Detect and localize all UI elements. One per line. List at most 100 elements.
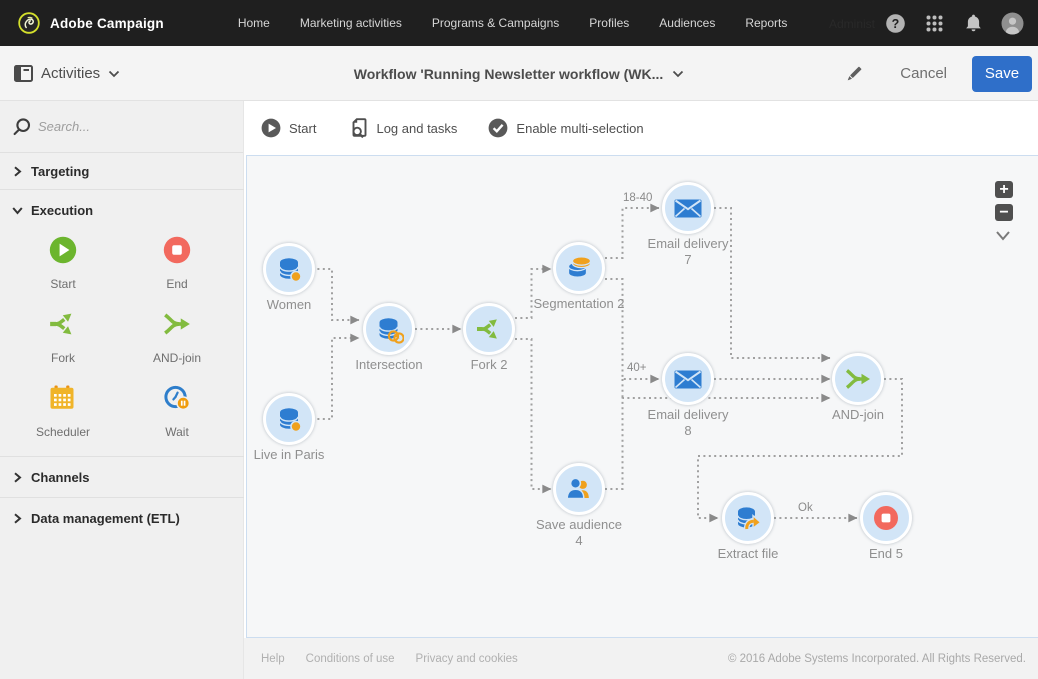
user-avatar[interactable]: [1001, 12, 1024, 35]
section-label: Data management (ETL): [31, 510, 180, 526]
nav-item-home[interactable]: Home: [237, 16, 270, 30]
end-activity-icon: [163, 236, 191, 264]
palette-label: Wait: [165, 425, 189, 439]
edge-segmentation2-email8: [605, 278, 660, 384]
node-and-join[interactable]: [832, 353, 884, 405]
audience-icon: [566, 477, 589, 500]
palette-item-start[interactable]: Start: [8, 235, 118, 291]
toolbar-label: Enable multi-selection: [516, 120, 644, 136]
node-extract-file[interactable]: [722, 492, 774, 544]
title-chevron-down-icon[interactable]: [672, 70, 684, 78]
workflow-canvas[interactable]: 18-40 40+ Ok Women: [246, 155, 1038, 638]
node-fork-2[interactable]: [463, 303, 515, 355]
node-segmentation-2[interactable]: [553, 242, 605, 294]
nav-item-programs-campaigns[interactable]: Programs & Campaigns: [431, 16, 560, 30]
log-tasks-icon: [353, 117, 367, 138]
edit-pencil-icon[interactable]: [842, 62, 866, 86]
query-icon: [279, 258, 302, 283]
svg-text:?: ?: [892, 17, 900, 31]
notifications-bell-icon[interactable]: [962, 12, 985, 35]
node-email-delivery-7[interactable]: [662, 182, 714, 234]
footer-copyright: © 2016 Adobe Systems Incorporated. All R…: [727, 652, 1026, 665]
play-icon: [261, 118, 281, 138]
context-switcher[interactable]: Activities: [14, 46, 120, 101]
edge-email7-andjoin: [714, 207, 831, 363]
palette-item-scheduler[interactable]: Scheduler: [8, 383, 118, 439]
edge-women-intersection: [312, 268, 360, 325]
cancel-button[interactable]: Cancel: [900, 65, 947, 82]
zoom-out-button[interactable]: −: [995, 204, 1013, 221]
palette-item-and-join[interactable]: AND-join: [122, 309, 232, 365]
palette-label: AND-join: [152, 351, 201, 365]
zoom-in-button[interactable]: +: [995, 181, 1013, 198]
wait-activity-icon: [164, 385, 191, 411]
sidebar-section-execution[interactable]: Execution: [0, 190, 243, 230]
brand[interactable]: Adobe Campaign: [0, 12, 164, 34]
edge-fork2-segmentation2: [515, 264, 552, 319]
palette-label: End: [166, 277, 188, 291]
node-email-delivery-8[interactable]: [662, 353, 714, 405]
log-and-tasks-button[interactable]: Log and tasks: [349, 117, 457, 139]
node-women[interactable]: [263, 243, 315, 295]
chevron-right-icon: [14, 471, 22, 483]
search-input[interactable]: [38, 119, 231, 134]
adobe-campaign-logo-icon: [18, 12, 40, 34]
top-navbar: Adobe Campaign Home Marketing activities…: [0, 0, 1038, 46]
email-icon: [674, 199, 702, 217]
apps-grid-icon[interactable]: [923, 12, 946, 35]
palette-item-fork[interactable]: Fork: [8, 309, 118, 365]
footer-link-privacy[interactable]: Privacy and cookies: [415, 652, 518, 665]
nav-item-profiles[interactable]: Profiles: [589, 16, 630, 30]
palette-label: Scheduler: [35, 425, 91, 439]
palette-item-wait[interactable]: Wait: [122, 383, 232, 439]
nav-item-reports[interactable]: Reports: [745, 16, 788, 30]
intersection-icon: [378, 318, 404, 344]
node-intersection[interactable]: [363, 303, 415, 355]
toolbar-label: Start: [289, 120, 317, 136]
workflow-title[interactable]: Workflow 'Running Newsletter workflow (W…: [353, 65, 664, 82]
node-save-audience-4[interactable]: [553, 463, 605, 515]
email-icon: [674, 370, 702, 388]
and-join-activity-icon: [164, 313, 190, 335]
enable-multi-selection-button[interactable]: Enable multi-selection: [488, 118, 644, 138]
and-join-icon: [845, 369, 870, 389]
activities-sidebar: Targeting Execution Start: [0, 101, 244, 679]
scheduler-activity-icon: [50, 385, 74, 409]
palette-label: Fork: [51, 351, 75, 365]
sidebar-section-targeting[interactable]: Targeting: [0, 153, 243, 189]
palette-label: Start: [50, 277, 76, 291]
extract-file-icon: [737, 507, 762, 530]
edge-liveinparis-intersection: [312, 333, 360, 420]
start-workflow-button[interactable]: Start: [261, 118, 316, 138]
footer-link-conditions[interactable]: Conditions of use: [305, 652, 395, 665]
navbar-utilities: ?: [884, 0, 1024, 46]
help-icon[interactable]: ?: [884, 12, 907, 35]
chevron-down-icon: [12, 206, 23, 215]
brand-name: Adobe Campaign: [50, 15, 164, 31]
palette-item-end[interactable]: End: [122, 235, 232, 291]
nav-item-audiences[interactable]: Audiences: [659, 16, 716, 30]
start-activity-icon: [49, 236, 77, 264]
section-label: Channels: [31, 469, 90, 485]
panel-icon: [14, 65, 33, 82]
sidebar-section-data-management[interactable]: Data management (ETL): [0, 498, 243, 538]
canvas-chevron-down-icon[interactable]: [995, 230, 1011, 242]
nav-item-administration[interactable]: Administration: [829, 17, 875, 31]
save-button[interactable]: Save: [972, 55, 1032, 92]
nav-item-marketing-activities[interactable]: Marketing activities: [299, 16, 402, 30]
page-footer: Help Conditions of use Privacy and cooki…: [244, 638, 1038, 679]
sidebar-section-channels[interactable]: Channels: [0, 457, 243, 497]
sidebar-divider: [0, 456, 244, 457]
action-bar-buttons: Cancel Save: [842, 46, 1032, 101]
footer-link-help[interactable]: Help: [261, 652, 285, 665]
section-label: Execution: [31, 202, 94, 218]
node-live-in-paris[interactable]: [263, 393, 315, 445]
sidebar-divider: [0, 497, 244, 498]
edge-saveaudience-andjoin: [605, 393, 831, 490]
context-chevron-down-icon: [109, 70, 120, 77]
edge-segmentation2-email7: [605, 203, 660, 259]
node-end-5[interactable]: [860, 492, 912, 544]
zoom-out-label: −: [999, 203, 1009, 221]
fork-icon: [477, 319, 497, 339]
